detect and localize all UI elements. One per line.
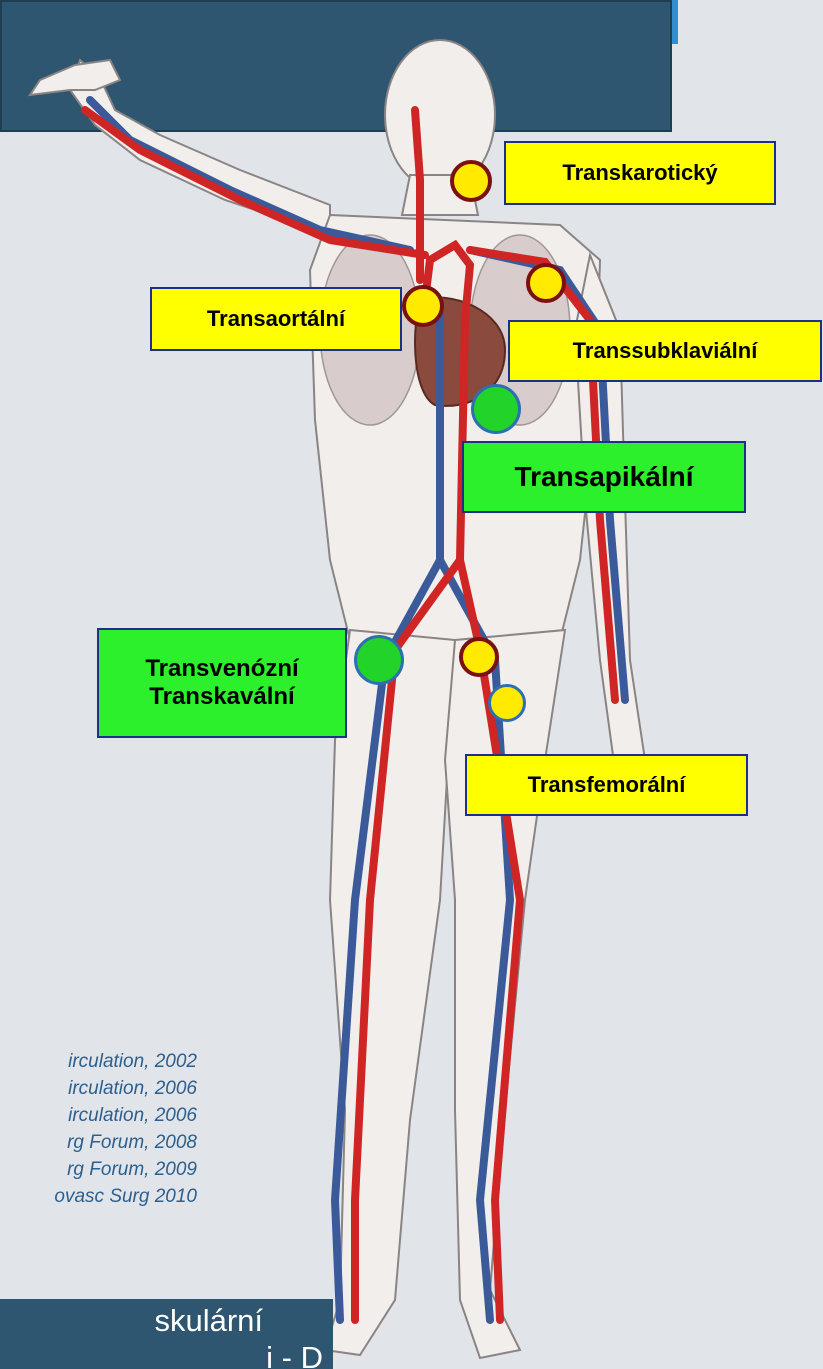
label-transapikalni: Transapikální xyxy=(462,441,746,513)
reference-item: rg Forum, 2009 xyxy=(0,1156,197,1183)
figure-raised-arm xyxy=(70,60,330,235)
reference-item: irculation, 2006 xyxy=(0,1102,197,1129)
dot-transfemoralni-vein xyxy=(488,684,526,722)
dot-transsubklavialni xyxy=(526,263,566,303)
label-transvenozni-transkavalni: Transvenózní Transkavální xyxy=(97,628,347,738)
dot-transapikalni xyxy=(471,384,521,434)
figure-leg-right xyxy=(445,630,565,1358)
label-transsubklavialni: Transsubklaviální xyxy=(508,320,822,382)
dot-transkaroticky xyxy=(450,160,492,202)
dot-transaortalni xyxy=(402,285,444,327)
references-list: irculation, 2002 irculation, 2006 ircula… xyxy=(0,1048,197,1210)
reference-item: rg Forum, 2008 xyxy=(0,1129,197,1156)
reference-item: irculation, 2006 xyxy=(0,1075,197,1102)
reference-item: ovasc Surg 2010 xyxy=(0,1183,197,1210)
footer-line-1: skulární xyxy=(0,1304,333,1338)
label-transkavalni: Transkavální xyxy=(149,683,294,711)
dot-transfemoralni-artery xyxy=(459,637,499,677)
label-transvenozni: Transvenózní xyxy=(145,655,298,683)
label-transfemoralni: Transfemorální xyxy=(465,754,748,816)
footer-line-2: i - D xyxy=(0,1341,333,1369)
dot-transvenozni xyxy=(354,635,404,685)
label-transkaroticky: Transkarotický xyxy=(504,141,776,205)
reference-item: irculation, 2002 xyxy=(0,1048,197,1075)
footer-bar: skulární i - D xyxy=(0,1299,333,1369)
label-transaortalni: Transaortální xyxy=(150,287,402,351)
